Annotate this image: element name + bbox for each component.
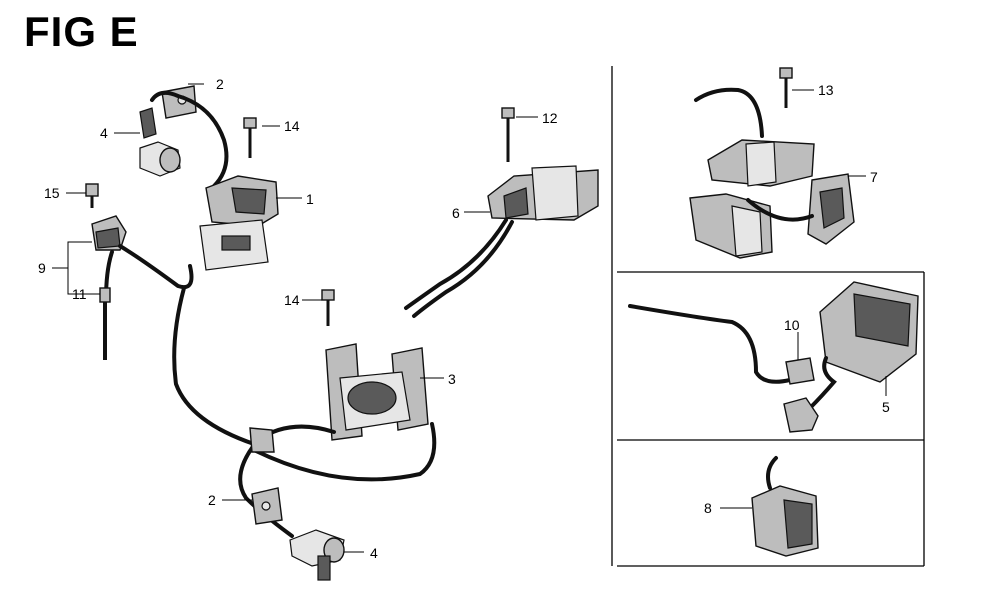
bolt-14-lower <box>321 289 335 326</box>
callout-1: 1 <box>306 191 314 207</box>
stop-switch-9 <box>91 215 127 251</box>
regulator-rectifier-5 <box>819 281 919 383</box>
panel-frames <box>611 66 925 567</box>
callout-3: 3 <box>448 371 456 387</box>
charge-coil-assembly-7 <box>689 139 855 259</box>
connector-10 <box>785 357 815 385</box>
callout-4-lower: 4 <box>370 545 378 561</box>
lower-plug-lead <box>238 424 336 538</box>
callout-15: 15 <box>44 185 60 201</box>
bolt-13 <box>779 67 793 108</box>
bolt-14-upper <box>243 117 257 158</box>
callout-2-lower: 2 <box>208 492 216 508</box>
coil-assembly-wires <box>694 87 814 222</box>
callout-10: 10 <box>784 317 800 333</box>
bolt-11 <box>99 287 111 360</box>
regulator-wires <box>628 304 837 410</box>
charge-coil-6 <box>487 165 599 221</box>
upper-plug-lead <box>150 90 229 188</box>
callout-13: 13 <box>818 82 834 98</box>
callout-4-upper: 4 <box>100 125 108 141</box>
regulator-plug <box>783 397 819 433</box>
spark-plug-cap-lower <box>289 529 345 581</box>
spark-plug-cap-upper <box>139 107 181 177</box>
callout-9: 9 <box>38 260 46 276</box>
callout-14-upper: 14 <box>284 118 300 134</box>
regulator-8 <box>751 456 819 557</box>
charge-coil-wires <box>404 218 514 318</box>
switch-wire <box>104 244 194 302</box>
figure-title: FIG E <box>24 8 139 55</box>
callout-6: 6 <box>452 205 460 221</box>
callout-2-upper: 2 <box>216 76 224 92</box>
callout-7: 7 <box>870 169 878 185</box>
plug-lead-clamp-lower <box>251 487 283 525</box>
ground-lead <box>172 286 437 482</box>
callout-5: 5 <box>882 399 890 415</box>
callout-8: 8 <box>704 500 712 516</box>
leader-lines <box>52 83 887 553</box>
bolt-15 <box>85 183 99 208</box>
bolt-12 <box>501 107 515 162</box>
callouts: 1 2 2 3 4 4 5 6 7 8 9 10 11 12 13 14 14 … <box>38 76 890 561</box>
callout-14-lower: 14 <box>284 292 300 308</box>
callout-11: 11 <box>72 286 87 302</box>
callout-12: 12 <box>542 110 558 126</box>
ignition-coil-3 <box>325 343 429 441</box>
ignition-coil-1 <box>199 175 279 271</box>
